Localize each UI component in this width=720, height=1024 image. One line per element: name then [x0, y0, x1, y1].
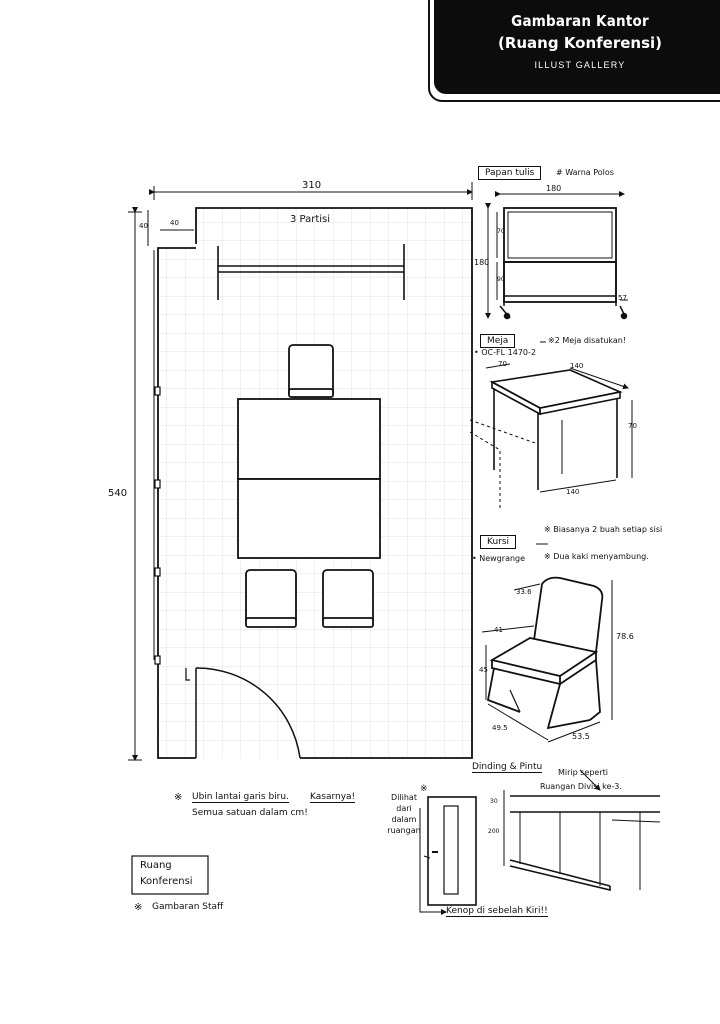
title-line-1: Gambaran Kantor [511, 12, 649, 30]
knob-note: Kenop di sebelah Kiri!! [446, 906, 548, 917]
width-dimension: 310 [302, 180, 322, 191]
gallery-label: ILLUST GALLERY [534, 60, 626, 70]
chairs-plan [245, 344, 374, 628]
whiteboard-dim-c: 57 [618, 294, 627, 302]
chair-dim-back: 33.6 [516, 588, 532, 596]
title-banner: Gambaran Kantor (Ruang Konferensi) ILLUS… [434, 0, 720, 94]
whiteboard-note: # Warna Polos [556, 168, 614, 177]
table-tag: Meja [480, 334, 516, 348]
table-model: • OC-FL 1470-2 [474, 348, 536, 357]
tile-note-mark: ※ [174, 792, 183, 803]
whiteboard-height: 180 [474, 258, 490, 267]
chair-dim-base: 53.5 [572, 732, 590, 741]
view-note-mark: ※ [420, 784, 428, 794]
dimension-lines [128, 186, 473, 761]
legend-box [131, 855, 209, 895]
legend-staff: Gambaran Staff [152, 902, 224, 912]
chair-dim-seat-height: 45 [479, 666, 488, 674]
table-dim-bottom: 140 [566, 488, 580, 496]
wall-dim-top: 30 [490, 798, 498, 805]
height-dimension: 540 [108, 488, 128, 499]
room-walls [157, 207, 473, 759]
chair-tag: Kursi [480, 535, 517, 549]
chair-dim-seat-width: 41 [494, 626, 503, 634]
whiteboard-tag: Papan tulis [478, 166, 542, 180]
legend-staff-mark: ※ [134, 902, 143, 913]
legend-room-1: Ruang [140, 860, 172, 871]
table-dim-width: 140 [570, 362, 584, 370]
chair-brand: • Newgrange [472, 554, 526, 563]
whiteboard-elevation [485, 191, 628, 320]
door-swing [185, 667, 301, 759]
legend-room-2: Konferensi [140, 876, 193, 887]
chair-3d [481, 576, 613, 743]
wall-dim-height: 200 [488, 828, 500, 835]
tile-note-3: Semua satuan dalam cm! [192, 808, 308, 818]
chair-dim-depth: 49.5 [492, 724, 508, 732]
table-dim-height: 70 [628, 422, 637, 430]
table-3d [469, 363, 633, 510]
chair-note-2: ※ Dua kaki menyambung. [544, 552, 649, 561]
table-dim-depth: 70 [498, 360, 507, 368]
door-elevation [419, 796, 477, 915]
tile-note-2: Kasarnya! [310, 792, 356, 803]
partition-label: 3 Partisi [290, 214, 331, 225]
tile-note-1: Ubin lantai garis biru. [192, 792, 289, 803]
similar-note-1: Mirip seperti [558, 768, 608, 777]
whiteboard-width: 180 [546, 184, 562, 193]
conference-table-plan [237, 398, 381, 559]
whiteboard-dim-b: 90 [497, 276, 505, 283]
left-wall-panels [153, 250, 161, 665]
corner-dim-left: 40 [139, 222, 148, 230]
title-line-2: (Ruang Konferensi) [497, 34, 663, 52]
wall-door-tag: Dinding & Pintu [472, 762, 543, 773]
view-note: Dilihat dari dalam ruangan [387, 793, 421, 835]
corner-dim-top: 40 [170, 219, 179, 227]
wall-elevation [503, 769, 661, 892]
chair-note-1: ※ Biasanya 2 buah setiap sisi [544, 525, 663, 534]
section-tag-connectors [471, 182, 548, 545]
similar-note-2: Ruangan Divisi ke-3. [540, 782, 622, 791]
chair-dim-height: 78.6 [616, 632, 634, 641]
table-note: ※2 Meja disatukan! [548, 336, 627, 345]
whiteboard-dim-a: 70 [497, 228, 505, 235]
partition-plan [217, 244, 405, 300]
